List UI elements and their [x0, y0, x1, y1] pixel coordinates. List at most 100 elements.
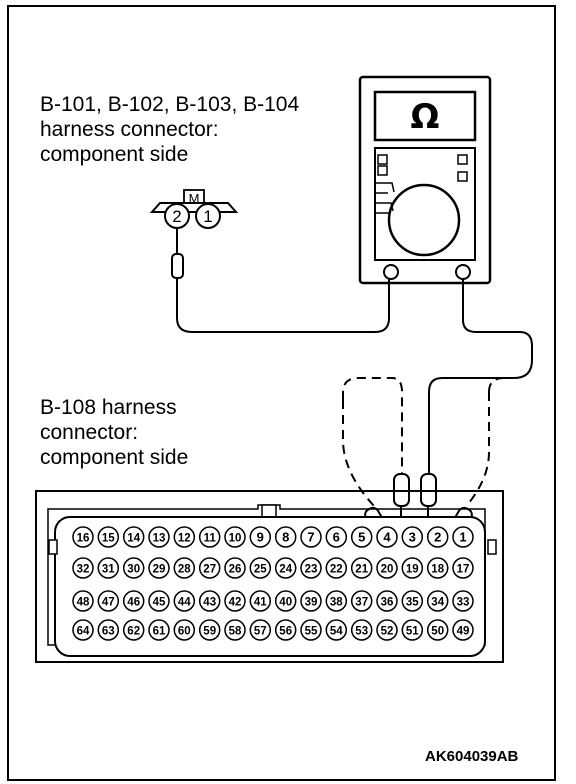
pin-circle: [274, 619, 297, 641]
pin-label: 10: [229, 533, 242, 545]
pin-label: 26: [229, 564, 242, 576]
pin-label: 1: [459, 530, 466, 545]
pin-circle: [173, 619, 196, 641]
pin-60: 60: [173, 619, 196, 641]
pin-label: 61: [153, 626, 166, 638]
pin-label: 16: [77, 533, 90, 545]
pin-circle: [224, 619, 246, 641]
pin-circle: [350, 590, 373, 612]
connector-guide-right: [487, 539, 497, 555]
pin-label: 20: [381, 564, 394, 576]
pin-circle: [97, 526, 120, 548]
pin-15: 15: [97, 526, 120, 548]
pin-circle: [224, 526, 246, 548]
pin-57: 57: [249, 619, 272, 641]
pin-54: 54: [325, 619, 348, 641]
pin-label: 29: [153, 564, 166, 576]
small-connector-title: B-101, B-102, B-103, B-104: [40, 93, 300, 116]
pin-label: 39: [305, 597, 318, 609]
pin-circle: [97, 619, 120, 641]
pin-circle: [452, 590, 474, 612]
pin-circle: [198, 557, 221, 579]
pin-circle: [426, 526, 449, 548]
pin-label: 55: [305, 626, 318, 638]
pin-label: 63: [102, 626, 115, 638]
pin-50: 50: [426, 619, 449, 641]
pin-61: 61: [148, 619, 170, 641]
ohmmeter-terminal-right: [455, 264, 471, 280]
pin-circle: [426, 590, 449, 612]
pin-21: 21: [350, 557, 373, 579]
pin-40: 40: [274, 590, 297, 612]
pin-circle: [401, 557, 424, 579]
range-markings: [376, 182, 395, 214]
pin-58: 58: [224, 619, 246, 641]
connector-guide-left: [48, 539, 58, 555]
pin-label: 54: [330, 626, 343, 638]
pin-label: 37: [355, 597, 368, 609]
pin-30: 30: [122, 557, 145, 579]
pin-label: 9: [257, 530, 264, 545]
large-connector-desc-line2: connector:: [40, 421, 139, 444]
pin-label: 36: [381, 597, 394, 609]
lead-wire-left: [176, 278, 390, 333]
pin-circle: [122, 557, 145, 579]
probe-tip-small: [171, 253, 184, 279]
pin-label: 31: [102, 564, 115, 576]
pin-circle: [274, 590, 297, 612]
pin-label: 27: [203, 564, 216, 576]
pin-circle: [198, 619, 221, 641]
pin-circle: [325, 590, 348, 612]
small-connector-desc-line3: component side: [40, 143, 189, 166]
pin-circle: [173, 557, 196, 579]
pin-label: 50: [431, 626, 444, 638]
pin-label: 11: [204, 533, 217, 545]
pin-label: 44: [178, 597, 191, 609]
large-connector-desc-line3: component side: [40, 446, 189, 469]
pin-circle: [376, 557, 398, 579]
pin-3: 3: [401, 526, 424, 548]
pin-11: 11: [198, 526, 221, 548]
pin-label: 35: [406, 597, 419, 609]
pin-label: 3: [409, 530, 416, 545]
pin-6: 6: [325, 526, 348, 548]
pin-circle: [97, 590, 120, 612]
pin-label: 56: [279, 626, 292, 638]
pin-label: 58: [229, 626, 242, 638]
pin-55: 55: [300, 619, 322, 641]
ohm-symbol: Ω: [411, 97, 440, 137]
pin-26: 26: [224, 557, 246, 579]
pin-circle: [148, 526, 170, 548]
pin-circle: [300, 590, 322, 612]
pin-label: 51: [406, 626, 419, 638]
mode-indicator-icon: [377, 165, 388, 176]
pin-label: 17: [457, 564, 470, 576]
pin-18: 18: [426, 557, 449, 579]
pin-19: 19: [401, 557, 424, 579]
mode-indicator-icon: [457, 154, 468, 165]
pin-53: 53: [350, 619, 373, 641]
pin-circle: [452, 619, 474, 641]
pin-51: 51: [401, 619, 424, 641]
pin-label: 13: [153, 533, 166, 545]
pin-circle: [122, 526, 145, 548]
pin-circle: [452, 526, 474, 548]
selector-dial: [387, 183, 461, 257]
connector-latch: [261, 504, 277, 518]
pin-label: 59: [203, 626, 216, 638]
pin-44: 44: [173, 590, 196, 612]
connector-key-label: M: [189, 191, 200, 206]
pin-46: 46: [122, 590, 145, 612]
pin-13: 13: [148, 526, 170, 548]
pin-42: 42: [224, 590, 246, 612]
pin-label: 23: [305, 564, 318, 576]
pin-circle: [148, 590, 170, 612]
pin-label: 28: [178, 564, 191, 576]
pin-64: 64: [72, 619, 94, 641]
pin-circle: [249, 619, 272, 641]
mode-indicator-icon: [457, 171, 468, 182]
pin-label: 52: [381, 626, 394, 638]
figure-frame: [7, 5, 556, 781]
pin-label: 40: [279, 597, 292, 609]
